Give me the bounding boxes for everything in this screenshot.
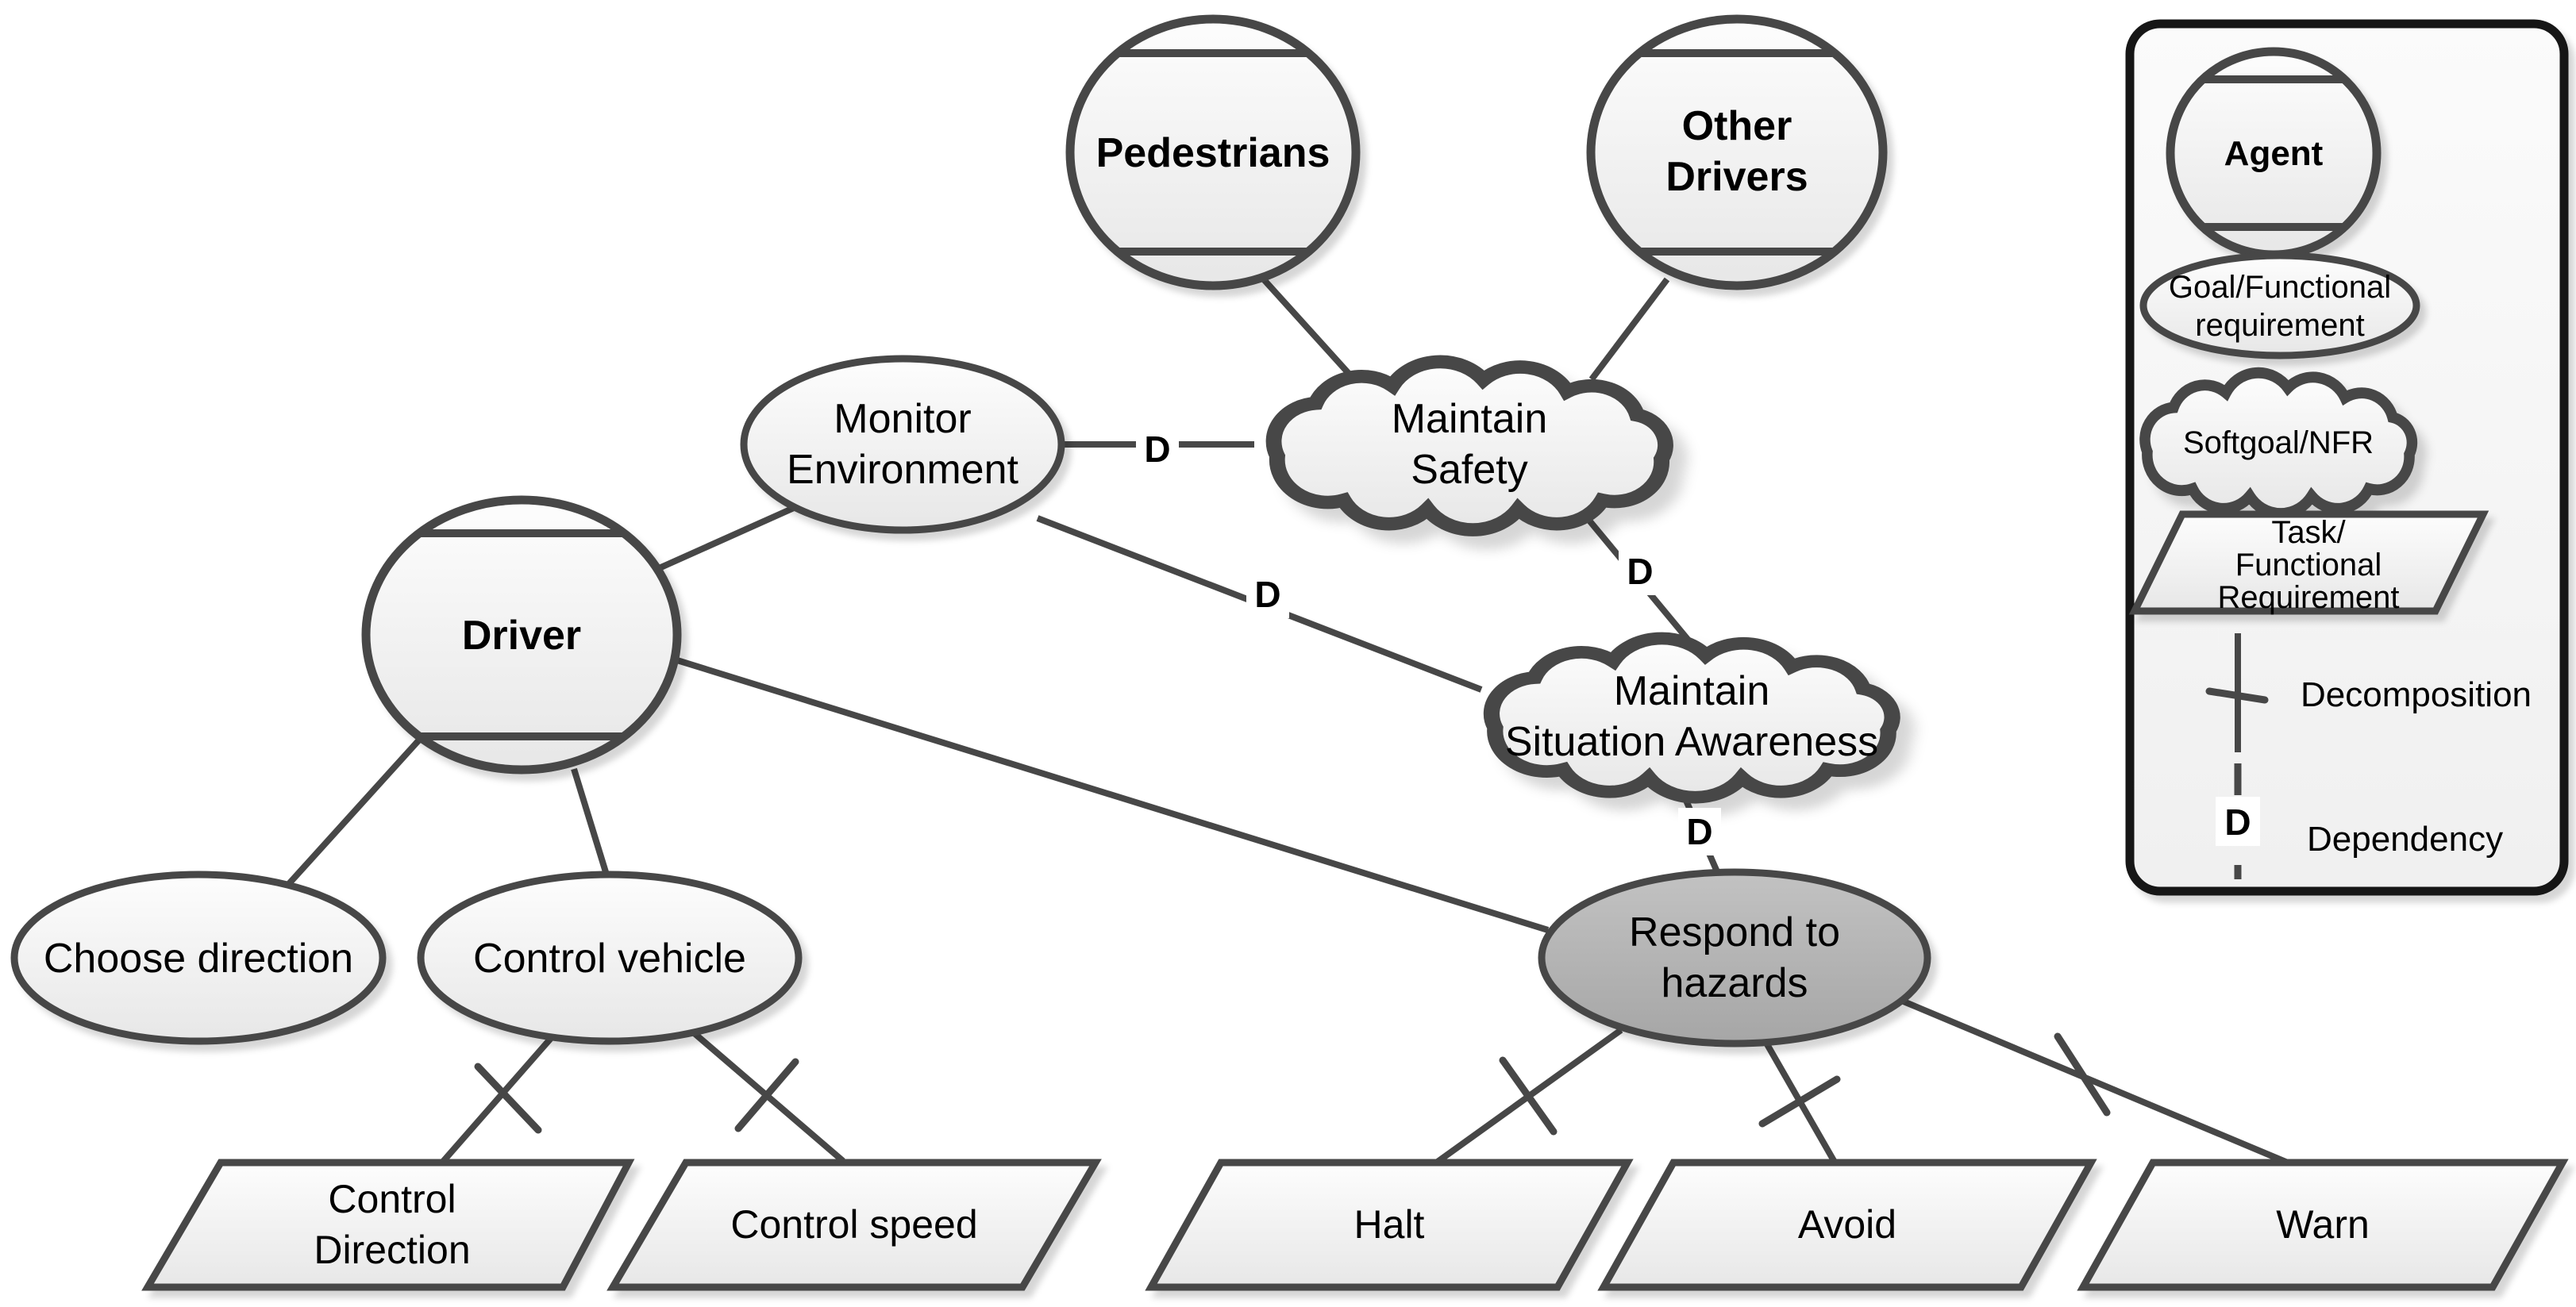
agent-circle bbox=[1586, 14, 1888, 290]
node-maintain-safety: Maintain Safety bbox=[1274, 362, 1666, 530]
monitor-environment-label-line2: Environment bbox=[787, 447, 1018, 493]
decomposition-tick-icon bbox=[1499, 1056, 1558, 1136]
node-choose-direction: Choose direction bbox=[10, 871, 387, 1045]
node-control-vehicle: Control vehicle bbox=[417, 871, 803, 1045]
task-parallelogram bbox=[141, 1159, 635, 1291]
goal-ellipse bbox=[10, 871, 387, 1045]
softgoal-cloud bbox=[1492, 638, 1893, 797]
goal-ellipse bbox=[740, 355, 1065, 534]
decomposition-ticks bbox=[474, 1032, 2111, 1136]
d-marker-bg bbox=[1246, 571, 1289, 618]
decomposition-tick-icon bbox=[1758, 1075, 1841, 1128]
control-direction-label-line2: Direction bbox=[314, 1228, 470, 1272]
agent-circle bbox=[361, 495, 682, 775]
legend-goal-label-line2: requirement bbox=[2195, 308, 2364, 343]
task-parallelogram bbox=[1597, 1159, 2097, 1291]
edge-driver-choose-direction bbox=[283, 735, 424, 890]
legend-task: Task/ Functional Requirement bbox=[2128, 510, 2489, 615]
dependency-marker: D bbox=[1619, 548, 1662, 595]
other-drivers-label-line2: Drivers bbox=[1665, 154, 1808, 200]
pedestrians-label: Pedestrians bbox=[1096, 130, 1330, 176]
legend-agent-label: Agent bbox=[2224, 134, 2324, 173]
choose-direction-label: Choose direction bbox=[44, 936, 353, 982]
node-other-drivers: Other Drivers bbox=[1586, 14, 1888, 290]
msa-label-line2: Situation Awareness bbox=[1505, 719, 1878, 765]
legend-task-parallelogram bbox=[2128, 510, 2489, 615]
legend-task-label-line2: Functional bbox=[2235, 548, 2382, 582]
edge-other-drivers-maintain-safety bbox=[1588, 277, 1670, 382]
d-marker-label: D bbox=[1686, 811, 1712, 852]
legend-goal-label-line1: Goal/Functional bbox=[2169, 270, 2391, 305]
control-speed-label: Control speed bbox=[730, 1202, 977, 1247]
d-marker-label: D bbox=[1254, 574, 1280, 615]
node-driver: Driver bbox=[361, 495, 682, 775]
control-vehicle-label: Control vehicle bbox=[473, 936, 746, 982]
other-drivers-label-line1: Other bbox=[1682, 103, 1792, 149]
goal-ellipse-highlighted bbox=[1538, 868, 1931, 1048]
edge-driver-monitor-environment bbox=[656, 505, 795, 572]
legend-goal-ellipse bbox=[2139, 252, 2420, 359]
decomposition-tick-icon bbox=[734, 1058, 799, 1132]
d-marker-label: D bbox=[2224, 801, 2251, 843]
dependency-marker: D bbox=[1246, 571, 1289, 618]
legend-agent: Agent bbox=[2166, 47, 2382, 259]
legend: Agent Goal/Functional requirement Softgo… bbox=[2125, 19, 2569, 896]
task-parallelogram bbox=[2077, 1159, 2569, 1291]
task-parallelogram bbox=[606, 1159, 1102, 1291]
node-control-direction: Control Direction bbox=[141, 1159, 635, 1291]
decomposition-tick-icon bbox=[2205, 687, 2269, 704]
node-control-speed: Control speed bbox=[606, 1159, 1102, 1291]
maintain-safety-label-line2: Safety bbox=[1411, 447, 1527, 493]
d-marker-bg bbox=[2216, 797, 2260, 846]
decomposition-tick-icon bbox=[2054, 1032, 2111, 1117]
halt-label: Halt bbox=[1354, 1202, 1425, 1247]
edge-pedestrians-maintain-safety bbox=[1260, 275, 1361, 387]
node-monitor-environment: Monitor Environment bbox=[740, 355, 1065, 534]
d-marker-label: D bbox=[1144, 429, 1170, 470]
node-warn: Warn bbox=[2077, 1159, 2569, 1291]
respond-to-hazards-label-line1: Respond to bbox=[1629, 909, 1840, 955]
node-maintain-situation-awareness: Maintain Situation Awareness bbox=[1492, 638, 1893, 797]
task-parallelogram bbox=[1145, 1159, 1634, 1291]
legend-dependency-label: Dependency bbox=[2307, 820, 2503, 859]
node-avoid: Avoid bbox=[1597, 1159, 2097, 1291]
maintain-safety-label-line1: Maintain bbox=[1392, 396, 1548, 442]
warn-label: Warn bbox=[2276, 1202, 2370, 1247]
edge-driver-control-vehicle bbox=[571, 767, 613, 886]
legend-decomposition: Decomposition bbox=[2205, 633, 2532, 752]
decomposition-tick-icon bbox=[474, 1063, 542, 1134]
d-marker-bg bbox=[1136, 425, 1179, 473]
softgoal-cloud bbox=[1274, 362, 1666, 530]
legend-goal: Goal/Functional requirement bbox=[2139, 252, 2420, 359]
node-pedestrians: Pedestrians bbox=[1065, 14, 1361, 290]
edge-respond-warn bbox=[1902, 998, 2291, 1167]
legend-softgoal: Softgoal/NFR bbox=[2145, 373, 2412, 513]
goal-ellipse bbox=[417, 871, 803, 1045]
dependency-marker: D bbox=[1678, 808, 1721, 855]
edge-driver-respond-to-hazards bbox=[676, 657, 1550, 933]
driver-label: Driver bbox=[462, 613, 581, 659]
node-respond-to-hazards: Respond to hazards bbox=[1538, 868, 1931, 1048]
monitor-environment-label-line1: Monitor bbox=[834, 396, 971, 442]
respond-to-hazards-label-line2: hazards bbox=[1662, 960, 1808, 1006]
legend-dependency: D Dependency bbox=[2216, 763, 2503, 879]
legend-decomposition-label: Decomposition bbox=[2301, 675, 2532, 714]
avoid-label: Avoid bbox=[1798, 1202, 1896, 1247]
d-marker-label: D bbox=[1627, 551, 1653, 592]
legend-softgoal-label: Softgoal/NFR bbox=[2183, 425, 2374, 460]
agent-circle bbox=[1065, 14, 1361, 290]
node-halt: Halt bbox=[1145, 1159, 1634, 1291]
control-direction-label-line1: Control bbox=[328, 1177, 456, 1221]
legend-task-label-line1: Task/ bbox=[2271, 515, 2346, 550]
dependency-markers: D D D D bbox=[1136, 425, 1721, 855]
d-marker-bg bbox=[1619, 548, 1662, 595]
legend-task-label-line3: Requirement bbox=[2217, 580, 2399, 615]
msa-label-line1: Maintain bbox=[1614, 668, 1770, 714]
dependency-marker: D bbox=[1136, 425, 1179, 473]
d-marker-bg bbox=[1678, 808, 1721, 855]
